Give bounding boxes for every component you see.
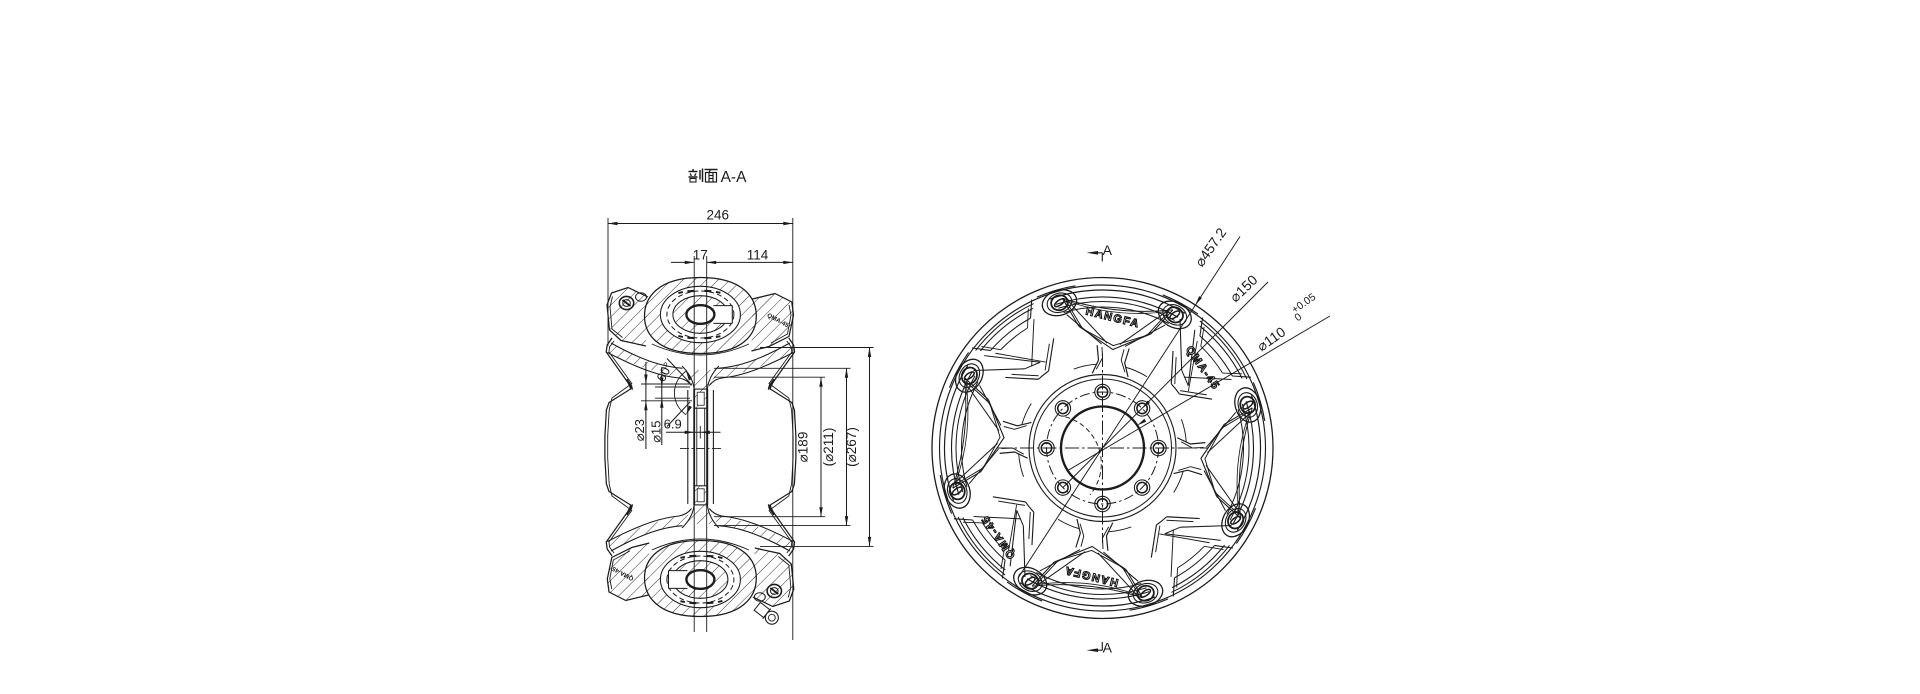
svg-text:246: 246: [707, 208, 730, 223]
svg-text:A-A: A-A: [721, 169, 748, 186]
svg-text:6.9: 6.9: [664, 417, 682, 432]
svg-text:A: A: [1103, 640, 1113, 656]
svg-text:⌀189: ⌀189: [796, 432, 811, 463]
svg-text:⌀23: ⌀23: [632, 419, 647, 441]
svg-text:(⌀267): (⌀267): [844, 427, 859, 467]
svg-text:⌀15: ⌀15: [649, 421, 664, 443]
svg-text:0: 0: [1292, 311, 1304, 324]
svg-text:A: A: [1103, 242, 1113, 258]
svg-text:17: 17: [693, 248, 708, 263]
svg-text:114: 114: [747, 248, 769, 263]
svg-text:(⌀211): (⌀211): [821, 428, 836, 467]
